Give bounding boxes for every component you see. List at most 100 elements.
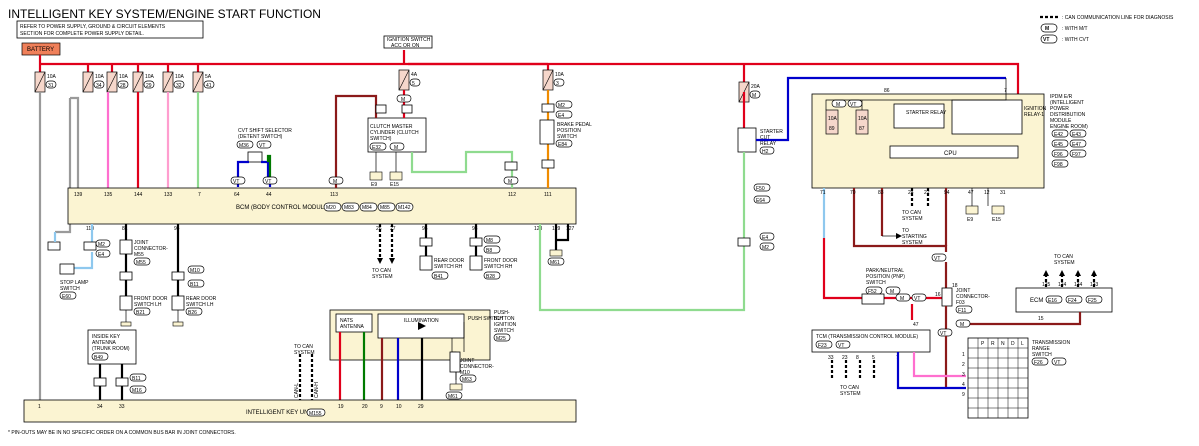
- fuse-amp-8: 20A: [751, 84, 761, 90]
- ecm-conn-pill-1: [1065, 295, 1083, 304]
- ipdm-label-1: IPDM E/R: [1050, 94, 1073, 100]
- bcm-conn-4: M142: [398, 205, 411, 211]
- rear-door-lh-conn-pill: [185, 307, 203, 316]
- fuse-num-7: 3: [556, 81, 559, 87]
- wire-red-pnp: [822, 238, 868, 300]
- bcm-bottom-pin-26: 26: [376, 226, 382, 232]
- ipdm-to-can-2: SYSTEM: [902, 216, 923, 222]
- brake-m2-pill: [555, 100, 573, 109]
- cvt-selector-label-2: (DETENT SWITCH): [238, 134, 283, 140]
- bcm-conn-pill-1: [341, 202, 360, 212]
- push-button-3: IGNITION: [494, 322, 517, 328]
- ipdm-to-starting-head: [896, 233, 902, 239]
- ipdm-conn-pill-5: [1069, 149, 1087, 158]
- bcm-to-can-1: TO CAN: [372, 268, 391, 274]
- can-l-text: CAN-L: [294, 383, 300, 398]
- stop-e4-pill: [95, 249, 111, 258]
- stop-m2-pill: [95, 239, 111, 248]
- starter-cut-label-3: RELAY: [760, 141, 777, 147]
- front-door-rh-conn: B28: [486, 274, 495, 280]
- rear-door-lh-2: SWITCH LH: [186, 302, 214, 308]
- ign-switch-box: [383, 35, 433, 49]
- pin-box-m81: [119, 271, 133, 281]
- wire-cvt-blue: [236, 160, 270, 177]
- pill-m10: [187, 265, 205, 274]
- push-button-4: SWITCH: [494, 328, 514, 334]
- bcm-bottom-pin-123: 123: [534, 226, 543, 232]
- ipdm-label-3: POWER: [1050, 106, 1069, 112]
- pill-e4b-text: E4: [762, 235, 768, 241]
- pin-box-20e: [737, 237, 751, 247]
- fuse-element-4: [162, 71, 174, 93]
- stop-lamp-conn-pill: [59, 291, 77, 300]
- rear-door-rh-1: REAR DOOR: [434, 258, 465, 264]
- nats-antenna-box: [335, 313, 373, 333]
- cvt-pill-64-text: VT: [233, 179, 239, 185]
- pill-b11-ant: [129, 373, 147, 382]
- pin-box-ant-1: [93, 377, 107, 387]
- wire-lgreen-123: [538, 152, 746, 312]
- ipdm-conn-4: F96: [1054, 152, 1063, 158]
- fuse-element-1: [82, 71, 94, 93]
- inside-antenna-3: (TRUNK ROOM): [92, 346, 130, 352]
- ikey-pin-1: 1: [38, 404, 41, 410]
- ign-relay-label-1: IGNITION: [1024, 106, 1047, 112]
- ecm-conn-1: F24: [1068, 298, 1077, 304]
- joint-m55-label-2: CONNECTOR-: [134, 246, 168, 252]
- starter-cut-relay: [737, 127, 757, 153]
- push-button-1: PUSH-: [494, 310, 510, 316]
- trs-pin-4: 4: [962, 382, 965, 388]
- illumination-label: ILLUMINATION: [404, 318, 439, 324]
- tcm-conn-pill: [815, 340, 833, 349]
- pin-18: 18: [952, 283, 958, 289]
- ikey-label: INTELLIGENT KEY UNIT: [246, 410, 314, 416]
- clutch-pin-box-2: [401, 104, 413, 114]
- ecm-can-arrow-1: [1059, 270, 1065, 276]
- tcm-tag: VT: [838, 343, 844, 349]
- gnd-e9-clutch: [369, 171, 383, 181]
- brake-pin-1: [541, 103, 555, 113]
- pill-m8: [483, 235, 501, 244]
- trs-label-3: SWITCH: [1032, 352, 1052, 358]
- pnp-label-3: SWITCH: [866, 280, 886, 286]
- front-door-rh-switch: [469, 255, 483, 271]
- wire-brown-83-94: [880, 188, 948, 246]
- ipdm-pin-12: 12: [984, 190, 990, 196]
- pill-e64-text: E64: [756, 198, 765, 204]
- fuse-amp-1: 10A: [95, 74, 105, 80]
- wire-brown-70: [852, 188, 948, 288]
- pin-box-b11: [171, 271, 185, 281]
- legend-mt-pill: [1040, 23, 1058, 33]
- pnp-conn: F52: [868, 289, 877, 295]
- ipdm-conn-1: E43: [1072, 132, 1081, 138]
- ipdm-pin-94: 94: [944, 190, 950, 196]
- tcm-can-lines: [830, 360, 876, 378]
- ign-relay-box: [951, 99, 1023, 135]
- stop-m2-text: M2: [98, 242, 105, 248]
- detent-switch: [247, 151, 263, 163]
- ipdm-m-pill-text: M: [836, 102, 840, 108]
- ipdm-conn-pill-2: [1051, 139, 1069, 148]
- ikey-conn: M155: [309, 411, 322, 417]
- battery-rail: [40, 62, 1020, 108]
- tcm-label: TCM (TRANSMISSION CONTROL MODULE): [816, 334, 918, 340]
- pill-b8-text: B8: [486, 248, 492, 254]
- rear-door-lh-gnd: [172, 321, 184, 327]
- ipdm-pin-83: 83: [878, 190, 884, 196]
- ikey-pin-10: 10: [396, 404, 402, 410]
- bcm-top-pin-7: 7: [198, 192, 201, 198]
- nats-label-2: ANTENNA: [340, 324, 365, 330]
- bcm-conn-1: M83: [344, 205, 354, 211]
- diagram-title: INTELLIGENT KEY SYSTEM/ENGINE START FUNC…: [8, 7, 321, 21]
- ipdm-conn-pill-6: [1051, 159, 1069, 168]
- fuse-num-5: 41: [206, 83, 212, 89]
- ikey-pin-19: 19: [338, 404, 344, 410]
- fuse-amp-3: 10A: [145, 74, 155, 80]
- tcm-pin-2: 8: [856, 355, 859, 361]
- bcm-can-lines: [378, 224, 394, 258]
- joint-f03-conn: F11: [958, 308, 966, 314]
- pill-m-ecm-text: M: [960, 322, 964, 328]
- ipdm-label-5: MODULE: [1050, 118, 1072, 124]
- ipdm-gnd-e15: [991, 205, 1005, 215]
